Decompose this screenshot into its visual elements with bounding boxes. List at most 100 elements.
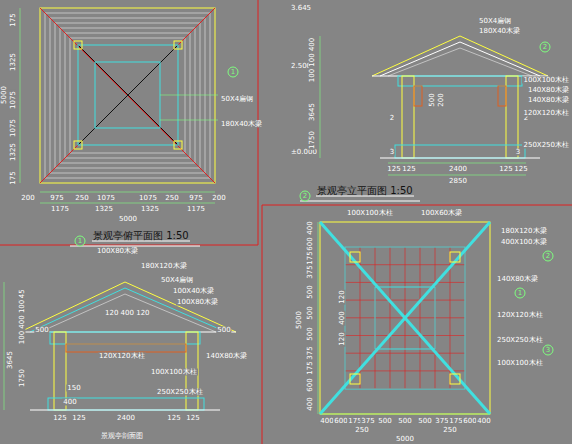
dimension-text: 1075 — [10, 118, 17, 138]
dimension-text: 175 — [10, 12, 17, 27]
dimension-text: 975 — [188, 195, 203, 202]
dimension-text: 250 — [74, 195, 89, 202]
member-note: 100X60木梁 — [420, 210, 463, 217]
member-note: 100X100木柱 — [346, 210, 394, 217]
dimension-text: 400 — [476, 418, 491, 425]
dimension-text: 125 — [386, 166, 401, 173]
dimension-text: 1075 — [138, 195, 158, 202]
member-note: 100X100木柱 — [496, 360, 544, 367]
member-note: 140X80木梁 — [205, 353, 248, 360]
callout-number: 2 — [300, 191, 311, 202]
dimension-text: 200 — [211, 195, 226, 202]
member-note: 120X120木柱 — [98, 353, 146, 360]
dimension-text: 500 — [307, 284, 314, 299]
member-note: 250X250木柱 — [156, 389, 204, 396]
dimension-text: 5000 — [296, 310, 303, 330]
member-note: 100X100木柱 — [522, 77, 570, 84]
dimension-text: 250 — [442, 427, 457, 434]
dimension-text: 2400 — [448, 166, 468, 173]
dimension-text: 500 — [377, 418, 392, 425]
dimension-text: 125 — [52, 415, 67, 422]
dimension-text: 1750 — [19, 368, 26, 388]
dimension-text: 2850 — [448, 178, 468, 185]
hatch-line — [420, 247, 421, 389]
dimension-text: 200 — [20, 195, 35, 202]
hatch-line — [345, 335, 465, 336]
member-note: 180X40木梁 — [220, 121, 263, 128]
dimension-text: 250 — [164, 195, 179, 202]
dimension-text: 2400 — [116, 415, 136, 422]
dimension-text: 125 — [71, 415, 86, 422]
member-note: 120X120木柱 — [496, 312, 544, 319]
dimension-text: 375 — [307, 345, 314, 360]
dimension-text: 1075 — [10, 90, 17, 110]
dimension-text: 5000 — [1, 85, 8, 105]
member-note: 100X100木柱 — [150, 369, 198, 376]
dimension-text: 975 — [49, 195, 64, 202]
dimension-text: 120 — [339, 289, 346, 304]
callout-number: 3 — [543, 345, 554, 356]
dimension-text: 400 — [307, 396, 314, 411]
dimension-text: 5000 — [395, 436, 415, 443]
member-note: 140X80木梁 — [527, 87, 570, 94]
dimension-text: 250 — [354, 427, 369, 434]
dimension-text: 3645 — [7, 350, 14, 370]
member-note: 50X4扁钢 — [478, 18, 512, 25]
dimension-text: 1175 — [186, 206, 206, 213]
dimension-text: 125 — [166, 415, 181, 422]
dimension-text: 100 100 400 — [309, 37, 316, 84]
dimension-text: 500 — [307, 326, 314, 341]
dimension-text: 3 — [515, 149, 521, 156]
member-note: 景观亭剖面图 — [100, 433, 144, 440]
dimension-text: 400 — [62, 399, 77, 406]
member-note: 120X120木柱 — [522, 110, 570, 117]
member-note: 140X80木梁 — [496, 276, 539, 283]
view-title: 景观亭立平面图 1:50 — [316, 186, 414, 197]
member-note: 250X250木柱 — [522, 142, 570, 149]
dimension-text: 150 — [66, 385, 81, 392]
dimension-text: 1750 — [309, 130, 316, 150]
dimension-text: 200 — [438, 92, 445, 107]
member-note: 50X4扁钢 — [160, 277, 194, 284]
dimension-text: 400 — [339, 310, 346, 325]
dimension-text: 175 — [10, 170, 17, 185]
dimension-text: 375 — [307, 264, 314, 279]
callout-number: 1 — [75, 236, 86, 247]
member-note: 250X250木柱 — [496, 337, 544, 344]
view-title: 景观亭俯平面图 1:50 — [92, 231, 190, 242]
callout-number: 1 — [228, 67, 239, 78]
callout-number: 2 — [540, 42, 551, 53]
dimension-text: 1325 — [140, 206, 160, 213]
callout-number: 1 — [515, 288, 526, 299]
callout-number: 2 — [543, 251, 554, 262]
hatch-line — [345, 353, 465, 354]
dimension-text: 125 — [513, 166, 528, 173]
dimension-text: 1325 — [10, 142, 17, 162]
dimension-text: 125 — [185, 415, 200, 422]
member-note: 180X40木梁 — [478, 28, 521, 35]
member-note: 100X40木梁 — [172, 288, 215, 295]
dimension-text: 500 — [429, 92, 436, 107]
member-note: 100X80木梁 — [96, 248, 139, 255]
dimension-text: 1325 — [10, 52, 17, 72]
member-note: 180X120木梁 — [500, 228, 548, 235]
dimension-text: 120 400 120 — [104, 310, 151, 317]
member-note: 180X120木梁 — [140, 263, 188, 270]
member-note: 400X100木梁 — [500, 239, 548, 246]
dimension-text: 2 — [389, 115, 395, 122]
dimension-text: 1075 — [96, 195, 116, 202]
dimension-text: 400 — [307, 220, 314, 235]
hatch-line — [345, 370, 465, 371]
dimension-text: 3645 — [309, 102, 316, 122]
dimension-text: 375 — [360, 418, 375, 425]
dimension-text: 3.645 — [290, 5, 312, 12]
dimension-text: 500 — [397, 418, 412, 425]
dimension-text: 500 — [216, 327, 231, 334]
dimension-text: 125 — [401, 166, 416, 173]
member-note: 100X80木梁 — [176, 299, 219, 306]
dimension-text: 600 — [307, 377, 314, 392]
dimension-text: 175 — [307, 360, 314, 375]
dimension-text: 500 — [307, 305, 314, 320]
dimension-text: 5000 — [118, 216, 138, 223]
